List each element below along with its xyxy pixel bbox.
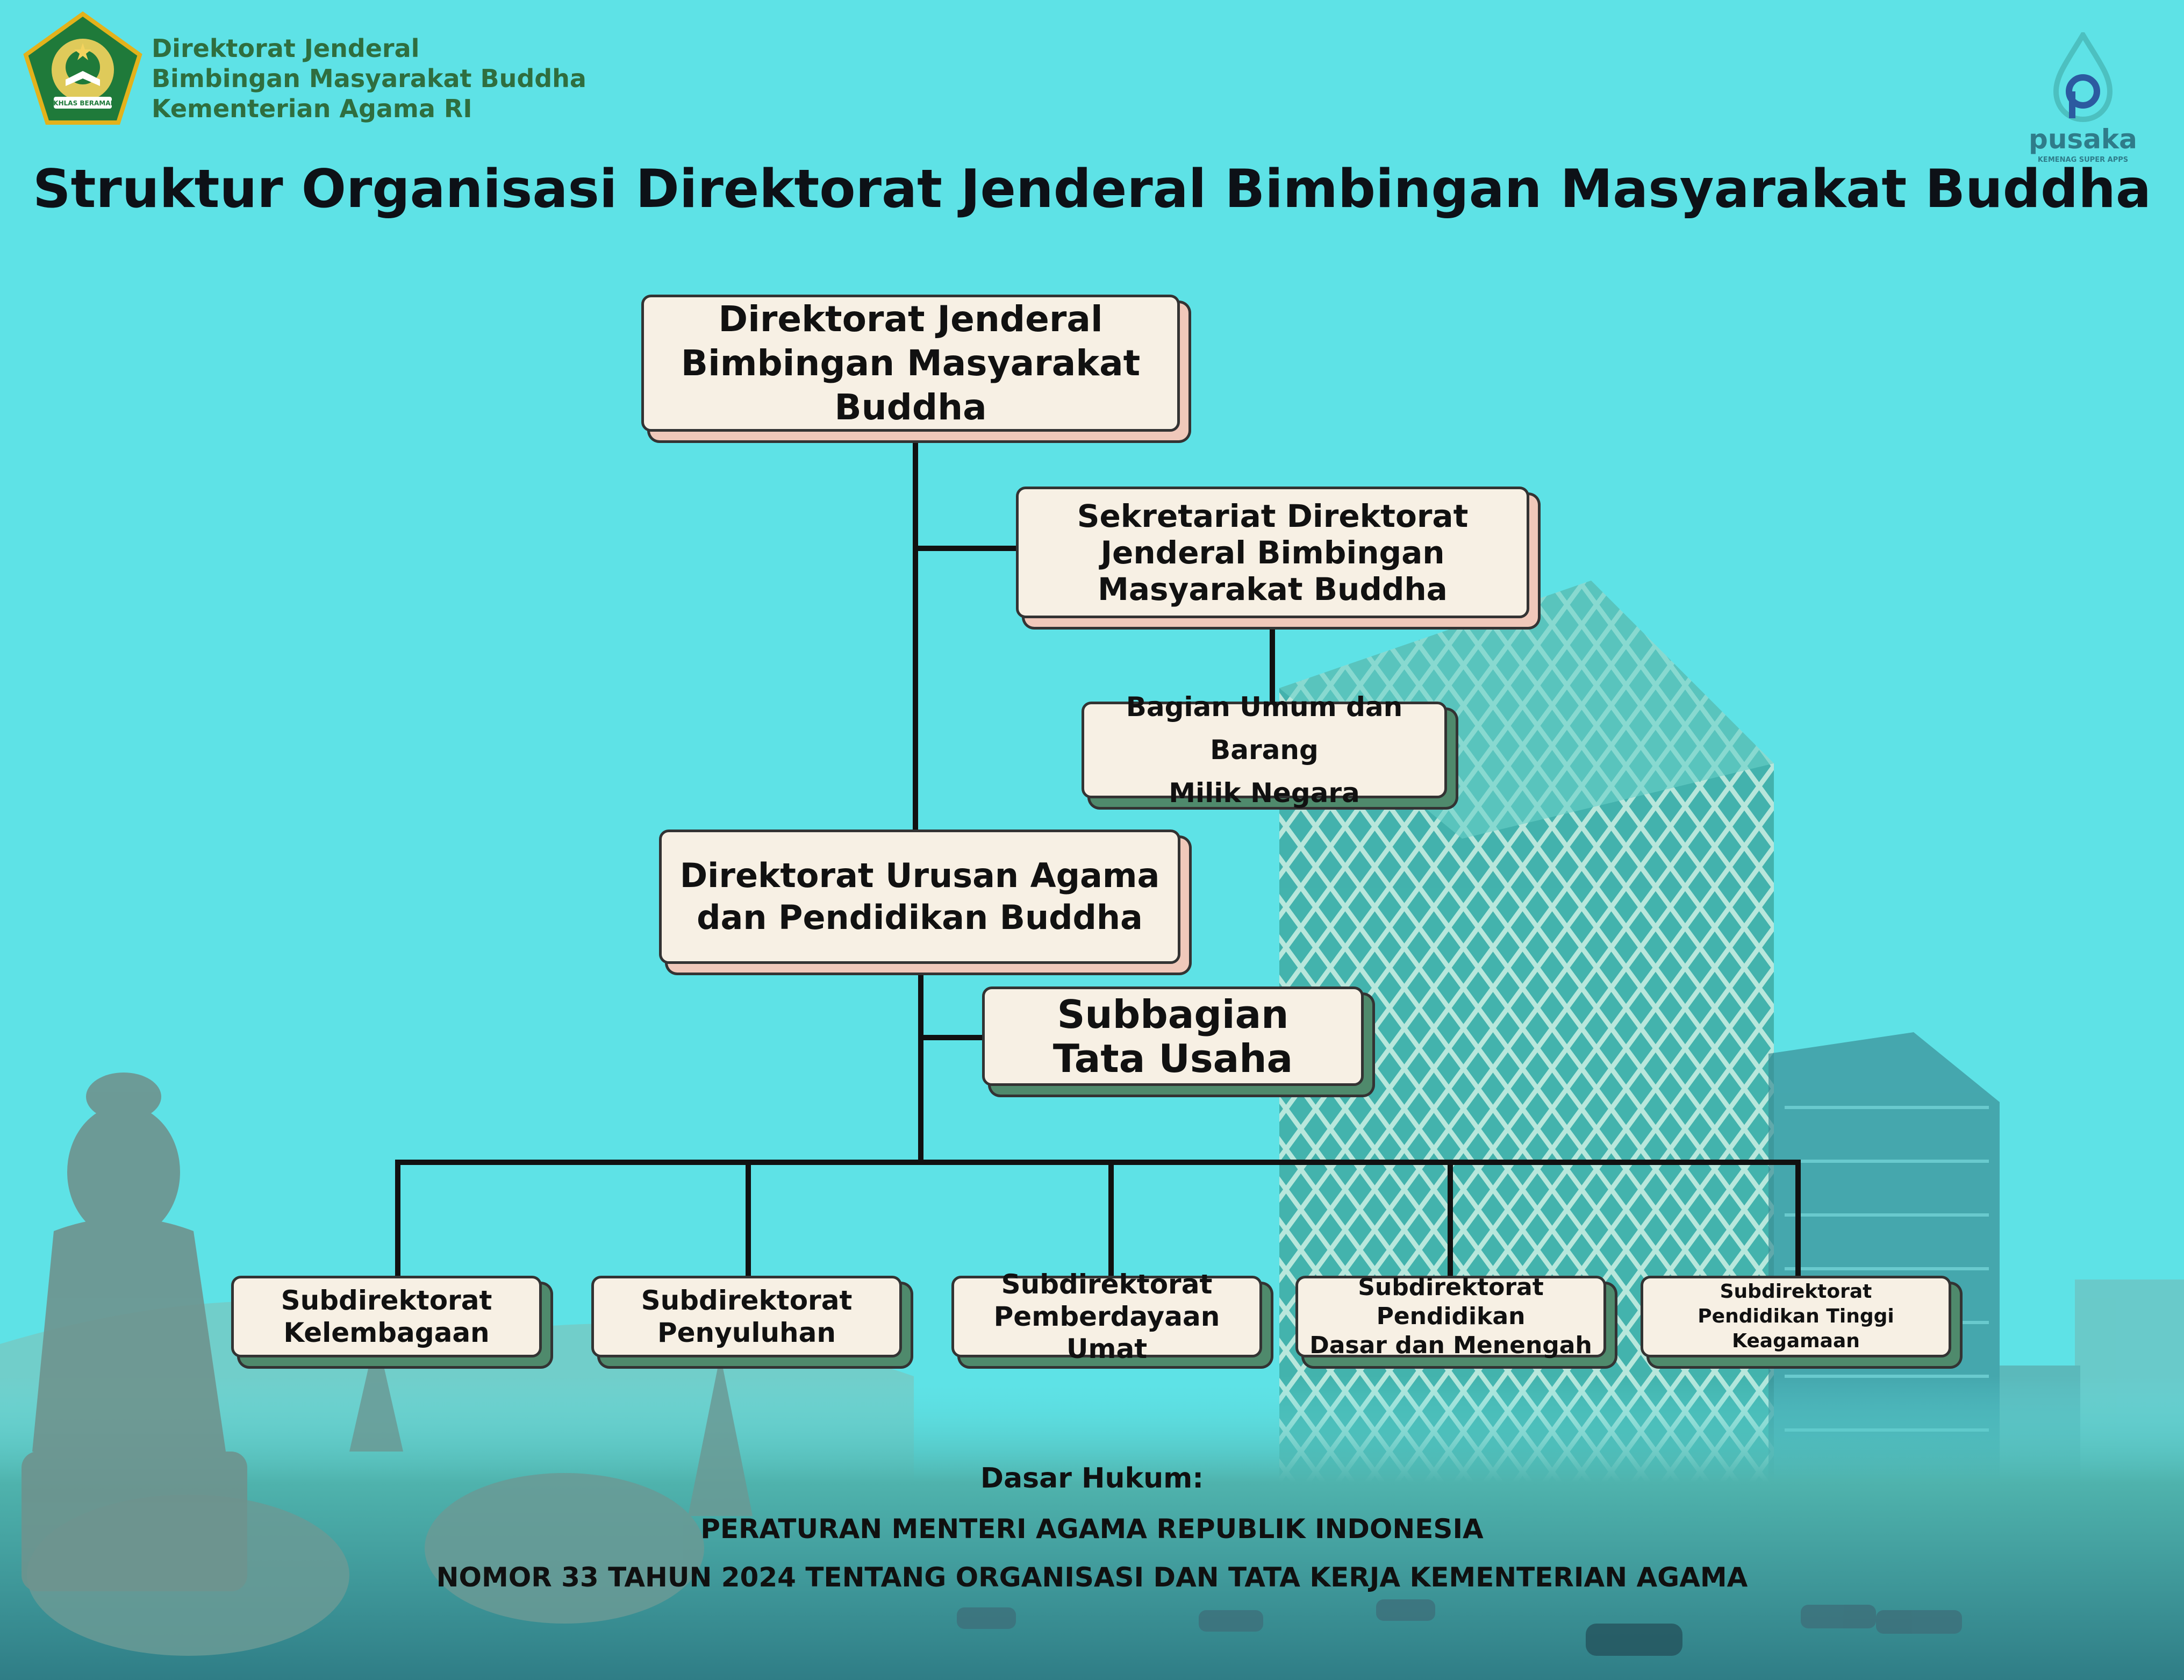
box-bagian-umum: Bagian Umum dan Barang Milik Negara: [1082, 691, 1447, 809]
box-subdirektorat-pendidikan-tinggi: Subdirektorat Pendidikan Tinggi Keagamaa…: [1641, 1276, 1951, 1357]
subbagian-line-1: Subbagian: [1057, 991, 1289, 1037]
sub3-line-1: Subdirektorat: [1001, 1269, 1213, 1300]
cars: [957, 1599, 1962, 1656]
sub4-line-2: Dasar dan Menengah: [1309, 1332, 1592, 1359]
bagian-umum-line-2: Milik Negara: [1169, 777, 1360, 809]
institution-line-1: Direktorat Jenderal: [152, 34, 420, 63]
sekretariat-line-2: Jenderal Bimbingan: [1100, 534, 1445, 571]
sub1-line-1: Subdirektorat: [281, 1285, 492, 1316]
kemenag-emblem-icon: IKHLAS BERAMAL: [23, 11, 142, 125]
page-title: Struktur Organisasi Direktorat Jenderal …: [32, 159, 2151, 220]
bagian-umum-line-1: Bagian Umum dan Barang: [1126, 691, 1403, 766]
pusaka-logo-icon: [2053, 32, 2113, 123]
pusaka-app-name: pusaka: [2029, 124, 2137, 155]
sub4-line-1: Subdirektorat Pendidikan: [1358, 1274, 1544, 1330]
sub5-line-2: Pendidikan Tinggi Keagamaan: [1698, 1305, 1894, 1352]
sekretariat-line-1: Sekretariat Direktorat: [1077, 497, 1469, 534]
buddha-statue: [22, 1073, 247, 1591]
box-subdirektorat-kelembagaan: Subdirektorat Kelembagaan: [231, 1276, 542, 1357]
sub2-line-1: Subdirektorat: [641, 1285, 853, 1316]
sub5-line-1: Subdirektorat: [1720, 1281, 1872, 1303]
institution-label: Direktorat Jenderal Bimbingan Masyarakat…: [152, 33, 586, 124]
legal-basis-line-2: NOMOR 33 TAHUN 2024 TENTANG ORGANISASI D…: [436, 1562, 1748, 1593]
legal-basis-heading: Dasar Hukum:: [980, 1462, 1204, 1495]
institution-line-3: Kementerian Agama RI: [152, 94, 472, 123]
dirjen-line-1: Direktorat Jenderal: [718, 298, 1103, 340]
box-subdirektorat-pemberdayaan-umat: Subdirektorat Pemberdayaan Umat: [951, 1269, 1262, 1364]
institution-line-2: Bimbingan Masyarakat Buddha: [152, 64, 586, 93]
box-direktorat-jenderal: Direktorat Jenderal Bimbingan Masyarakat…: [641, 295, 1180, 432]
dirjen-line-2: Bimbingan Masyarakat: [681, 342, 1141, 384]
box-direktorat-urusan-agama: Direktorat Urusan Agama dan Pendidikan B…: [659, 830, 1180, 964]
box-subbagian-tata-usaha: Subbagian Tata Usaha: [982, 986, 1364, 1086]
svg-text:IKHLAS BERAMAL: IKHLAS BERAMAL: [51, 99, 115, 107]
sub2-line-2: Penyuluhan: [657, 1317, 836, 1348]
dirjen-line-3: Buddha: [834, 386, 987, 428]
subbagian-line-2: Tata Usaha: [1052, 1035, 1293, 1081]
box-sekretariat: Sekretariat Direktorat Jenderal Bimbinga…: [1016, 487, 1529, 618]
sekretariat-line-3: Masyarakat Buddha: [1098, 570, 1448, 607]
box-subdirektorat-pendidikan-dasar-menengah: Subdirektorat Pendidikan Dasar dan Menen…: [1295, 1274, 1606, 1359]
legal-basis-line-1: PERATURAN MENTERI AGAMA REPUBLIK INDONES…: [700, 1513, 1484, 1545]
sub1-line-2: Kelembagaan: [283, 1317, 490, 1348]
box-subdirektorat-penyuluhan: Subdirektorat Penyuluhan: [591, 1276, 902, 1357]
sub3-line-2: Pemberdayaan Umat: [993, 1301, 1220, 1364]
direktorat-line-1: Direktorat Urusan Agama: [679, 856, 1160, 895]
pusaka-app-tagline: KEMENAG SUPER APPS: [2037, 156, 2129, 164]
direktorat-line-2: dan Pendidikan Buddha: [697, 898, 1143, 937]
